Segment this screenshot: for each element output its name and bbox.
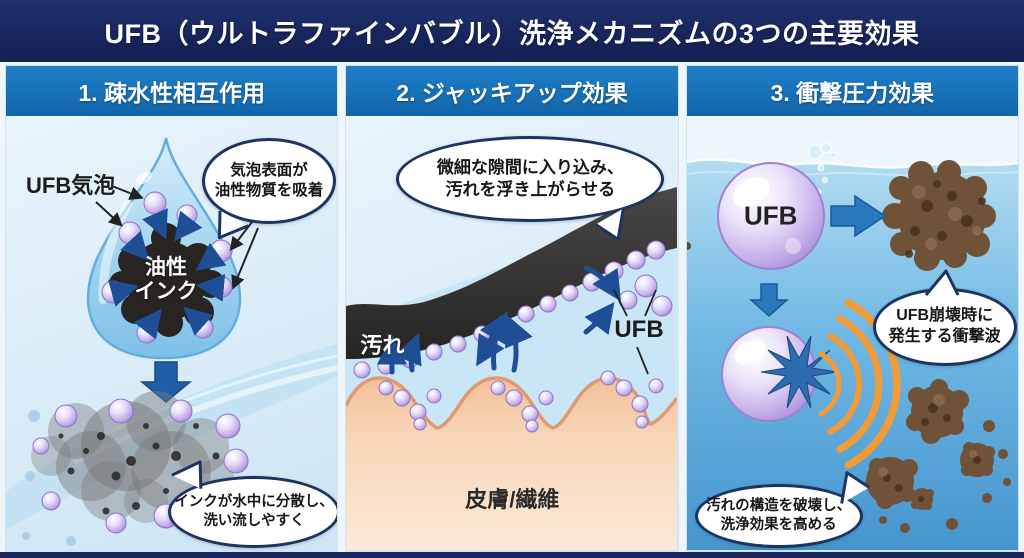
callout-tail-icon: [217, 210, 249, 240]
bottom-border-bar: [0, 552, 1024, 558]
panel2-title: 2. ジャッキアップ効果: [396, 80, 628, 106]
panel-hydrophobic-interaction: 1. 疎水性相互作用: [6, 66, 338, 552]
title-bar: UFB（ウルトラファインバブル）洗浄メカニズムの3つの主要効果: [0, 0, 1024, 62]
callout-disperse: インクが水中に分散し、 洗い流しやすく: [168, 460, 338, 548]
burst-star-icon: [760, 335, 837, 409]
collapse-down-arrow: [748, 283, 789, 318]
panel2-body: 汚れ UFB 皮膚/繊維 微細な隙間に入り込み、 汚れを浮き上がらせる: [346, 116, 678, 552]
callout-tail-icon: [839, 471, 870, 504]
down-arrow: [139, 361, 193, 403]
ufb-label-p3: UFB: [743, 200, 798, 231]
ufb-bubble-label: UFB気泡: [26, 173, 116, 198]
impact-illustration: [686, 116, 1018, 550]
callout-destroy: 汚れの構造を破壊し、 洗浄効果を高める: [694, 471, 870, 548]
page-title: UFB（ウルトラファインバブル）洗浄メカニズムの3つの主要効果: [104, 18, 920, 49]
callout-tail-icon: [924, 269, 959, 296]
dirt-layer: [346, 187, 678, 359]
shockwave-arcs: [818, 299, 901, 469]
gap-bubbles: [353, 240, 673, 433]
collapsing-bubble: [720, 326, 837, 422]
surface-label: 皮膚/繊維: [465, 487, 560, 512]
panel2-header: 2. ジャッキアップ効果: [346, 66, 678, 116]
dirt-clump: [686, 160, 996, 271]
panel3-body: UFB UFB崩壊時に 発生する衝撃波 汚れの構造を破壊し、 洗浄効果を高める: [686, 116, 1018, 552]
ufb-bubble: [716, 162, 825, 270]
panel-impact-pressure: 3. 衝撃圧力効果: [686, 66, 1018, 552]
panel1-header: 1. 疎水性相互作用: [6, 66, 338, 116]
callout-tail-icon: [171, 460, 203, 489]
panel-jackup-effect: 2. ジャッキアップ効果: [346, 66, 678, 552]
callout-penetrate: 微細な隙間に入り込み、 汚れを浮き上がらせる: [396, 136, 665, 241]
impact-right-arrow: [829, 194, 887, 238]
panels-row: 1. 疎水性相互作用: [6, 66, 1018, 552]
callout-tail-icon: [595, 208, 626, 241]
jackup-illustration: [346, 187, 678, 550]
panel3-title: 3. 衝撃圧力効果: [770, 80, 935, 106]
panel1-body: UFB気泡 油性 インク 気泡表面が 油性物質を吸着 インクが: [6, 116, 338, 552]
dirt-fragments: [864, 379, 1011, 533]
adsorption-arrows: [108, 208, 227, 340]
callout-adsorption: 気泡表面が 油性物質を吸着: [202, 138, 336, 240]
callout-shockwave: UFB崩壊時に 発生する衝撃波: [872, 269, 1017, 366]
oily-ink-label: 油性 インク: [134, 255, 198, 303]
ufb-leader-lines: [613, 289, 658, 375]
panel3-header: 3. 衝撃圧力効果: [686, 66, 1018, 116]
ufb-label-p2: UFB: [614, 316, 664, 343]
panel1-title: 1. 疎水性相互作用: [78, 80, 265, 106]
dirt-label: 汚れ: [360, 333, 405, 358]
label-leader-lines: [95, 185, 259, 290]
